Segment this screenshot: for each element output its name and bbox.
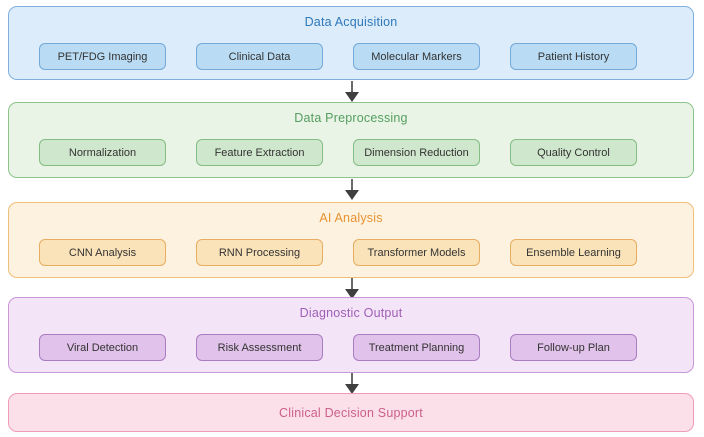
- arrow-shaft: [351, 373, 353, 385]
- node-transformer-models: Transformer Models: [353, 239, 480, 266]
- node-pet-fdg-imaging: PET/FDG Imaging: [39, 43, 166, 70]
- arrow-head: [345, 92, 359, 102]
- down-arrow-icon: [345, 278, 359, 299]
- node-treatment-planning: Treatment Planning: [353, 334, 480, 361]
- node-patient-history: Patient History: [510, 43, 637, 70]
- node-normalization: Normalization: [39, 139, 166, 166]
- section-data-acquisition: Data Acquisition PET/FDG Imaging Clinica…: [8, 6, 694, 80]
- down-arrow-icon: [345, 179, 359, 200]
- section-clinical-decision-support: Clinical Decision Support: [8, 393, 694, 432]
- section-title-diagnostic-output: Diagnostic Output: [299, 306, 403, 320]
- section-ai-analysis: AI Analysis CNN Analysis RNN Processing …: [8, 202, 694, 278]
- arrow-shaft: [351, 278, 353, 290]
- node-cnn-analysis: CNN Analysis: [39, 239, 166, 266]
- section-title-data-acquisition: Data Acquisition: [304, 15, 398, 29]
- arrow-head: [345, 289, 359, 299]
- arrow-shaft: [351, 179, 353, 191]
- down-arrow-icon: [345, 373, 359, 394]
- section-title-ai-analysis: AI Analysis: [319, 211, 383, 225]
- section-title-clinical-decision-support: Clinical Decision Support: [279, 405, 423, 420]
- node-follow-up-plan: Follow-up Plan: [510, 334, 637, 361]
- node-feature-extraction: Feature Extraction: [196, 139, 323, 166]
- node-molecular-markers: Molecular Markers: [353, 43, 480, 70]
- section-title-data-preprocessing: Data Preprocessing: [294, 111, 408, 125]
- node-risk-assessment: Risk Assessment: [196, 334, 323, 361]
- node-dimension-reduction: Dimension Reduction: [353, 139, 480, 166]
- node-viral-detection: Viral Detection: [39, 334, 166, 361]
- data-acquisition-nodes: PET/FDG Imaging Clinical Data Molecular …: [39, 43, 637, 70]
- arrow-head: [345, 190, 359, 200]
- section-diagnostic-output: Diagnostic Output Viral Detection Risk A…: [8, 297, 694, 373]
- arrow-shaft: [351, 81, 353, 93]
- node-ensemble-learning: Ensemble Learning: [510, 239, 637, 266]
- down-arrow-icon: [345, 81, 359, 102]
- node-clinical-data: Clinical Data: [196, 43, 323, 70]
- diagnostic-output-nodes: Viral Detection Risk Assessment Treatmen…: [39, 334, 637, 361]
- arrow-head: [345, 384, 359, 394]
- section-data-preprocessing: Data Preprocessing Normalization Feature…: [8, 102, 694, 178]
- node-quality-control: Quality Control: [510, 139, 637, 166]
- data-preprocessing-nodes: Normalization Feature Extraction Dimensi…: [39, 139, 637, 166]
- ai-analysis-nodes: CNN Analysis RNN Processing Transformer …: [39, 239, 637, 266]
- node-rnn-processing: RNN Processing: [196, 239, 323, 266]
